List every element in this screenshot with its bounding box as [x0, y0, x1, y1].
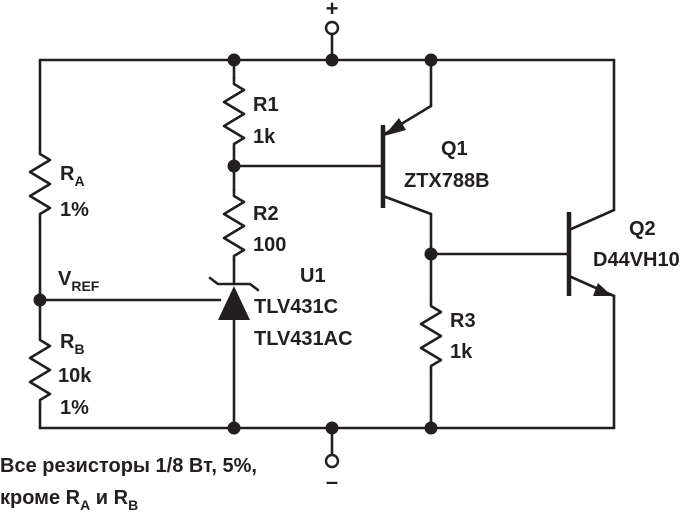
u1-part2-label: TLV431AC: [254, 328, 353, 350]
wiring: [38, 32, 616, 457]
rb-ref-label: RB: [60, 331, 85, 357]
q2-ref-label: Q2: [629, 218, 656, 240]
u1-ref-label: U1: [300, 265, 326, 287]
plus-sign: +: [326, 0, 339, 21]
positive-terminal: [324, 20, 340, 36]
q1-emitter-arrow: [384, 118, 406, 136]
resistor-r3: [419, 298, 443, 372]
regulator-u1-symbol: [208, 276, 260, 320]
transistor-q2-symbol: [566, 212, 612, 296]
rb-value-label: 10k: [58, 365, 92, 387]
ra-ref-label: RA: [60, 163, 85, 189]
ra-value-label: 1%: [60, 199, 89, 221]
r1-ref-label: R1: [253, 94, 279, 116]
q2-part-label: D44VH10: [593, 249, 680, 271]
r2-value-label: 100: [253, 234, 286, 256]
r1-value-label: 1k: [253, 126, 276, 148]
resistor-r1: [222, 76, 246, 150]
q2-emitter-arrow: [593, 283, 612, 296]
resistor-r2: [222, 188, 246, 262]
junction-nodes: [33, 53, 438, 435]
negative-terminal: [324, 453, 340, 469]
r3-ref-label: R3: [450, 310, 476, 332]
u1-part1-label: TLV431C: [254, 296, 338, 318]
note-line-1: Все резисторы 1/8 Вт, 5%,: [0, 455, 257, 477]
transistor-q1-symbol: [380, 118, 406, 208]
note-line-2: кроме RA и RB: [0, 487, 138, 513]
resistor-rb: [28, 332, 52, 408]
resistor-ra: [28, 146, 52, 224]
rb-tolerance-label: 1%: [60, 397, 89, 419]
q1-ref-label: Q1: [441, 138, 468, 160]
r3-value-label: 1k: [450, 341, 473, 363]
vref-label: VREF: [58, 268, 100, 294]
r2-ref-label: R2: [253, 203, 279, 225]
q1-part-label: ZTX788B: [404, 170, 490, 192]
minus-sign: –: [326, 469, 338, 494]
